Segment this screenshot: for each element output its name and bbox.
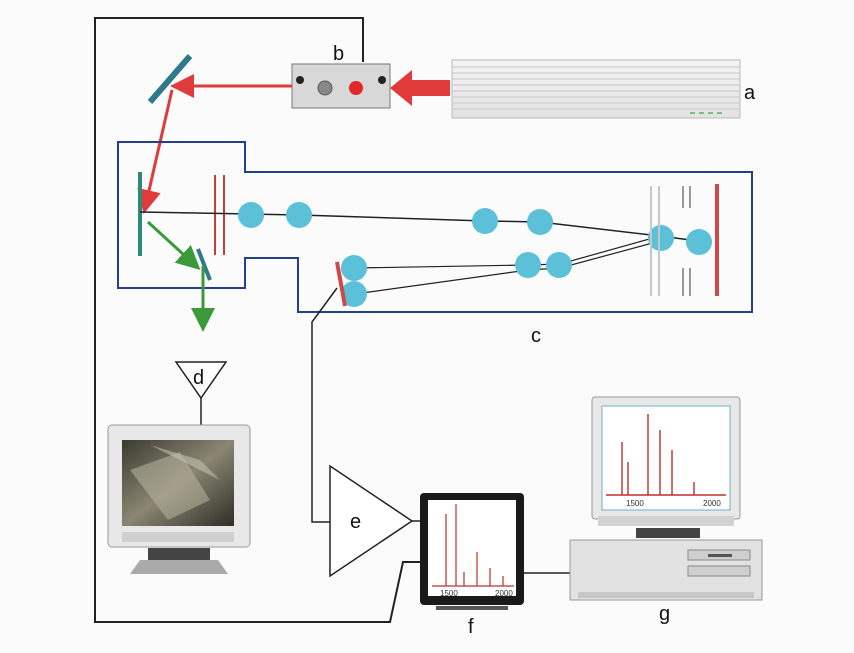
label-e: e: [350, 511, 361, 533]
ion-detector: [335, 261, 347, 307]
ion-path-reflected-1: [354, 235, 661, 269]
laser-beam-down: [137, 89, 174, 214]
scope-tick-1: 1500: [440, 589, 458, 598]
sample-video-monitor: [107, 424, 251, 574]
camera-mirror: [196, 248, 212, 281]
reflectron-grids: [650, 186, 691, 296]
label-g: g: [659, 603, 670, 625]
scope-tick-2: 2000: [495, 589, 513, 598]
detector-wire: [311, 287, 338, 523]
amplifier-triangle: [329, 464, 414, 578]
attenuator-box: [291, 63, 391, 109]
ion-path-reflected-2: [354, 240, 661, 295]
laser-output-arrow: [390, 70, 450, 106]
computer-workstation: 1500 2000: [569, 396, 763, 601]
trigger-wire: [94, 17, 420, 623]
label-c: c: [531, 325, 541, 347]
label-f: f: [468, 616, 474, 638]
laser-source: [451, 59, 741, 119]
monitor-tick-1: 1500: [626, 499, 644, 508]
monitor-tick-2: 2000: [703, 499, 721, 508]
green-beam-diagonal: [146, 220, 201, 271]
oscilloscope: 1500 2000: [420, 493, 524, 610]
label-a: a: [744, 82, 756, 104]
label-b: b: [333, 43, 344, 65]
label-d: d: [193, 367, 204, 389]
ion-clouds: [238, 202, 712, 307]
camera-triangle: [174, 361, 228, 400]
